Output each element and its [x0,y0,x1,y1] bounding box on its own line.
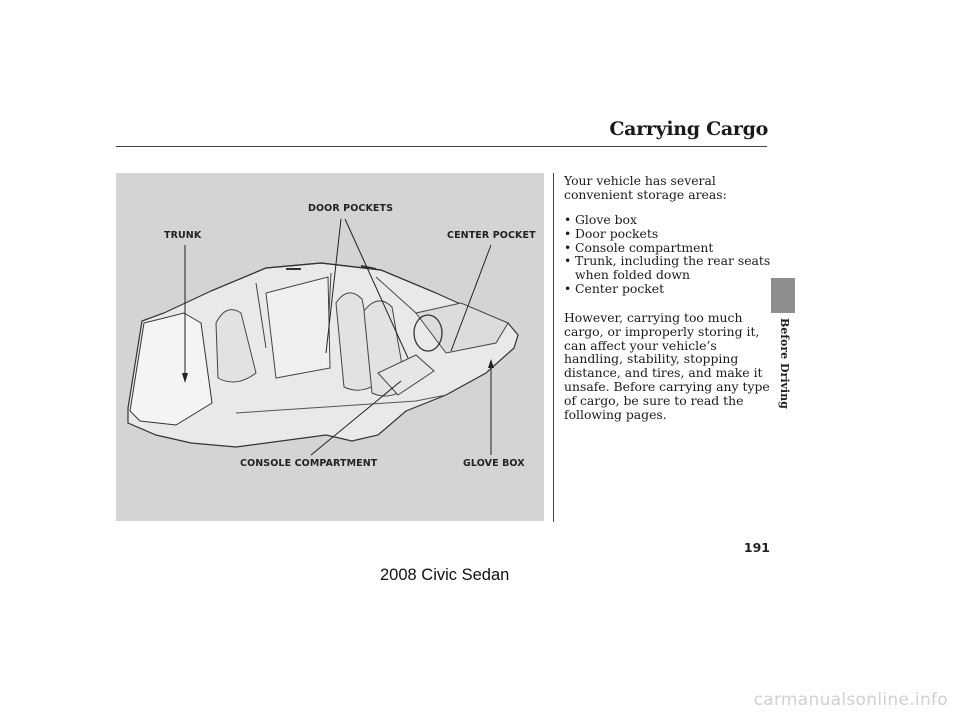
trunk-area [129,312,213,426]
page-number: 191 [743,540,770,555]
bullet-icon: • [564,239,572,255]
header-divider [116,146,767,147]
page-title: Carrying Cargo [609,118,768,140]
list-item: •Console compartment [564,239,714,255]
footer-model-label: 2008 Civic Sedan [380,566,510,584]
column-divider [553,173,554,522]
callout-center-pocket: CENTER POCKET [447,230,536,241]
list-item: •Door pockets [564,225,659,241]
callout-glove-box: GLOVE BOX [463,458,525,469]
intro-text: Your vehicle has several convenient stor… [564,173,727,202]
watermark-text: carmanualsonline.info [753,690,948,710]
section-label: Before Driving [777,318,791,428]
list-item: •Center pocket [564,280,665,296]
car-interior-illustration: DOOR POCKETS TRUNK CENTER POCKET CONSOLE… [116,173,544,521]
door-pockets-leader-2 [344,218,409,359]
car-cutaway-drawing [127,218,519,456]
center-pocket-leader [450,244,492,352]
bullet-icon: • [564,212,572,227]
list-item: •Trunk, including the rear seats when fo… [564,253,771,283]
door-pockets-leader-1 [325,218,342,354]
console-leader [310,380,402,456]
callout-trunk: TRUNK [164,230,202,241]
bullet-icon: • [564,280,572,296]
list-item: •Glove box [564,212,637,227]
callout-door-pockets: DOOR POCKETS [308,203,394,214]
watermark: carmanualsonline.info [0,690,960,714]
warning-paragraph: However, carrying too much cargo, or imp… [564,310,770,422]
storage-list: •Glove box •Door pockets •Console compar… [564,213,774,296]
callout-console-compartment: CONSOLE COMPARTMENT [240,458,378,469]
section-label-text: Before Driving [778,318,791,409]
bullet-icon: • [564,253,572,269]
bullet-icon: • [564,225,572,241]
section-tab-marker [771,278,795,313]
